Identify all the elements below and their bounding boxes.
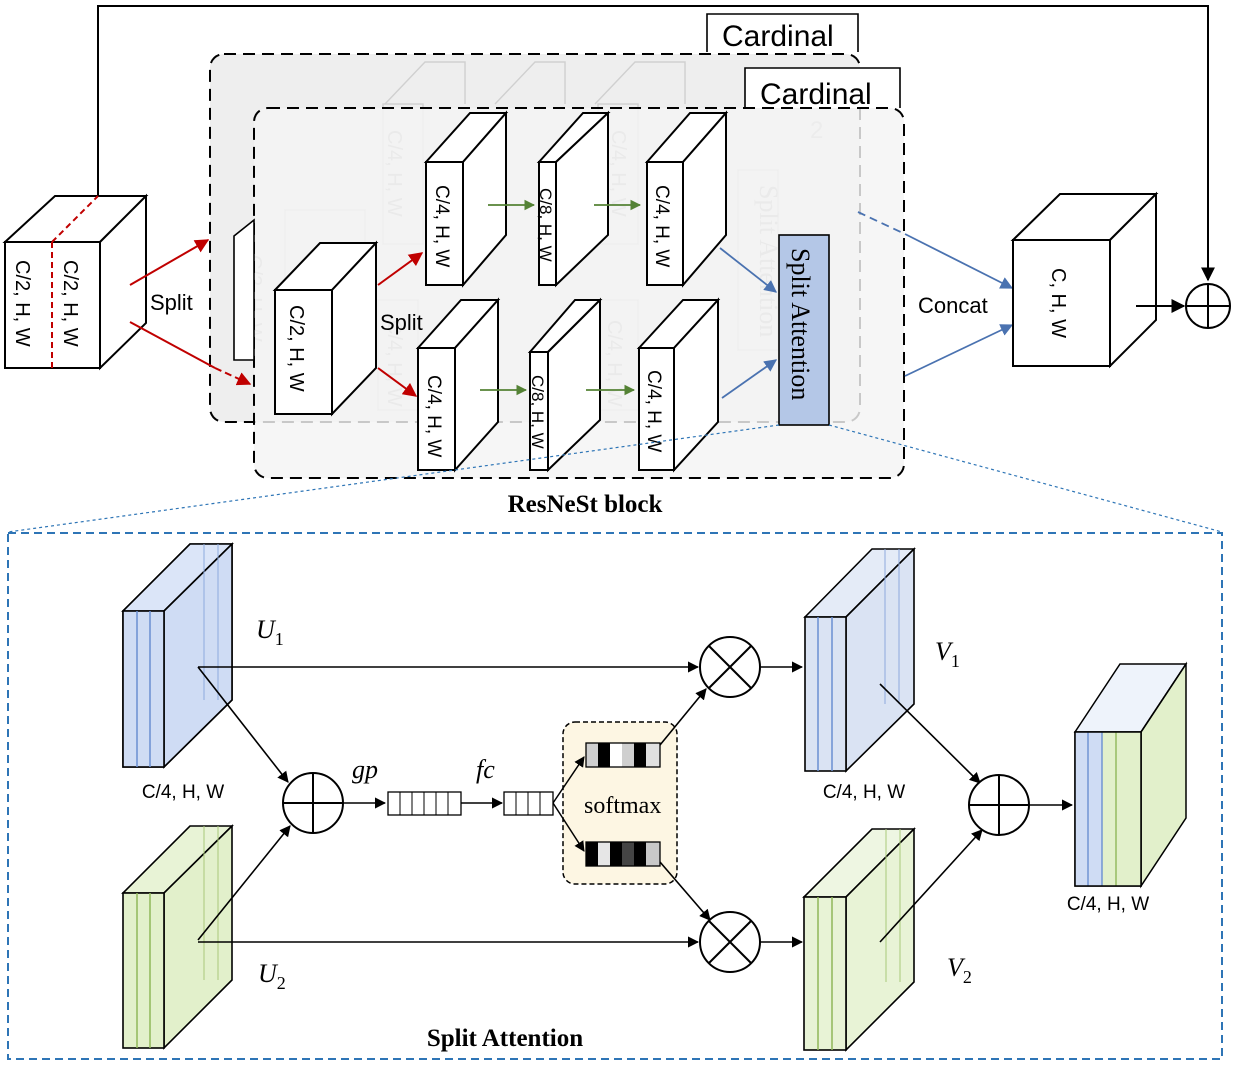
back-group-cube — [233, 218, 255, 361]
input-left-label: C/2, H, W — [11, 260, 33, 347]
bottom-row-cube-3: C/4, H, W — [636, 297, 721, 473]
attention-weights-2 — [585, 841, 661, 867]
multiply-node-2 — [198, 861, 804, 973]
input-cube: C/2, H, W C/2, H, W — [2, 193, 149, 371]
split-attention-label: Split Attention — [786, 248, 815, 400]
attention-weights-1 — [585, 742, 661, 768]
zoom-connectors — [7, 424, 1223, 533]
cardinal-back-label: Cardinal — [722, 20, 834, 53]
bottom-row-label-1: C/4, H, W — [423, 375, 444, 457]
split-attention-caption: Split Attention — [427, 1025, 583, 1052]
output-cube-label: C, H, W — [1047, 268, 1069, 338]
multiply-node-1 — [198, 636, 804, 746]
cardinal-front-label: Cardinal — [760, 78, 872, 111]
resnest-block-caption: ResNeSt block — [508, 491, 663, 518]
u1-label: U1 — [256, 615, 284, 649]
top-row-label-3: C/4, H, W — [651, 185, 672, 267]
top-row-cube-3: C/4, H, W — [644, 110, 729, 288]
v2-label: V2 — [947, 953, 972, 987]
output-feature-stack — [1073, 661, 1188, 889]
inner-cube-label: C/2, H, W — [285, 305, 307, 392]
u2-label: U2 — [258, 959, 286, 993]
inner-split-arrows: Split — [377, 252, 424, 397]
inner-split-label: Split — [380, 310, 423, 335]
top-row-cube-1: C/4, H, W — [423, 110, 509, 288]
top-row-label-1: C/4, H, W — [431, 185, 452, 267]
fc-vector — [503, 791, 554, 816]
v1-label: V1 — [935, 637, 960, 671]
outer-split-arrows: Split — [129, 239, 252, 386]
inner-cube: C/2, H, W — [272, 240, 379, 417]
output-dim-label: C/4, H, W — [1067, 894, 1149, 915]
u1-dim-label: C/4, H, W — [142, 782, 224, 803]
split-attention-box: Split Attention — [719, 234, 830, 426]
v1-dim-label: C/4, H, W — [823, 782, 905, 803]
gp-label: gp — [352, 755, 378, 784]
final-add-node — [879, 683, 1074, 943]
bottom-row-label-3: C/4, H, W — [643, 370, 664, 452]
row-arrows — [480, 199, 642, 396]
bottom-row-cube-1: C/4, H, W — [415, 297, 501, 473]
concat-arrows: Concat — [857, 211, 1014, 377]
v2-feature-stack — [802, 827, 916, 1052]
fc-label: fc — [476, 755, 495, 784]
sum-node — [197, 666, 344, 941]
u2-feature-stack — [121, 824, 234, 1050]
v1-feature-stack — [803, 547, 916, 773]
skip-connection — [97, 5, 1215, 282]
softmax-box: softmax — [552, 721, 678, 885]
concat-label: Concat — [918, 293, 988, 318]
input-right-label: C/2, H, W — [59, 260, 81, 347]
bottom-row-label-2: C/8, H, W — [528, 375, 547, 449]
bottom-row-cube-2: C/8, H, W — [527, 297, 603, 473]
gp-vector — [387, 791, 462, 816]
softmax-label: softmax — [584, 793, 661, 819]
outer-split-label: Split — [150, 290, 193, 315]
output-cube: C, H, W — [1010, 191, 1159, 369]
output-add-node — [1136, 283, 1231, 329]
top-row-label-2: C/8, H, W — [536, 188, 555, 262]
top-row-cube-2: C/8, H, W — [536, 110, 611, 288]
